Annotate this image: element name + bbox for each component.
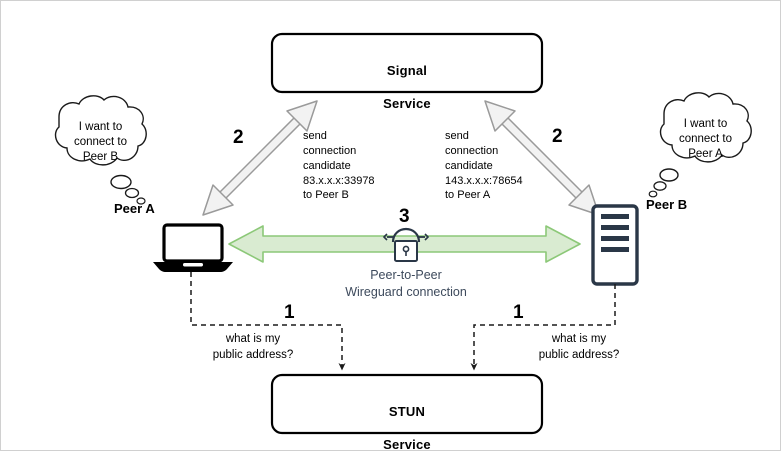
cloud-tail-dot-2 bbox=[124, 187, 140, 199]
signal-service-line2: Service bbox=[383, 95, 431, 111]
left-stun-dashed-path bbox=[190, 272, 346, 371]
right-thought-cloud bbox=[648, 92, 752, 198]
cloud-tail-dot-1 bbox=[659, 168, 679, 182]
stun-service-line1: STUN bbox=[388, 404, 426, 420]
step-2-right-text: send connection candidate 143.x.x.x:7865… bbox=[445, 130, 523, 202]
p2p-connection-label: Peer-to-Peer Wireguard connection bbox=[345, 268, 467, 299]
step-2-right-number: 2 bbox=[552, 126, 563, 147]
right-peer-label: Peer B bbox=[646, 197, 688, 212]
left-peer-thought-text: I want to connect to Peer B bbox=[73, 121, 128, 163]
right-stun-dashed-path bbox=[470, 284, 616, 371]
lock-icon bbox=[382, 227, 430, 262]
step-1-left-text: what is my public address? bbox=[212, 333, 294, 361]
step-1-left-number: 1 bbox=[284, 302, 295, 323]
stun-service-box bbox=[270, 373, 544, 435]
stun-service-line2: Service bbox=[383, 436, 431, 451]
step-2-left-number: 2 bbox=[233, 127, 244, 148]
step-1-right-number: 1 bbox=[513, 302, 524, 323]
signal-service-box bbox=[270, 32, 544, 94]
cloud-tail-dot-1 bbox=[110, 174, 132, 190]
cloud-tail-dot-3 bbox=[648, 190, 658, 198]
laptop-icon bbox=[153, 223, 233, 272]
stun-service-label: STUN Service bbox=[272, 388, 542, 451]
step-2-left-text: send connection candidate 83.x.x.x:33978… bbox=[303, 130, 375, 202]
right-peer-thought-text: I want to connect to Peer A bbox=[678, 118, 733, 160]
signal-service-line1: Signal bbox=[386, 63, 428, 79]
server-icon bbox=[591, 204, 639, 286]
signal-service-label: Signal Service bbox=[272, 47, 542, 128]
left-thought-cloud bbox=[54, 95, 147, 205]
cloud-tail-dot-2 bbox=[653, 181, 667, 191]
left-peer-label: Peer A bbox=[114, 201, 155, 216]
step-1-right-text: what is my public address? bbox=[538, 333, 620, 361]
step-3-number: 3 bbox=[399, 206, 410, 227]
cloud-tail-dot-3 bbox=[136, 197, 146, 205]
left-signal-double-arrow bbox=[202, 100, 318, 216]
